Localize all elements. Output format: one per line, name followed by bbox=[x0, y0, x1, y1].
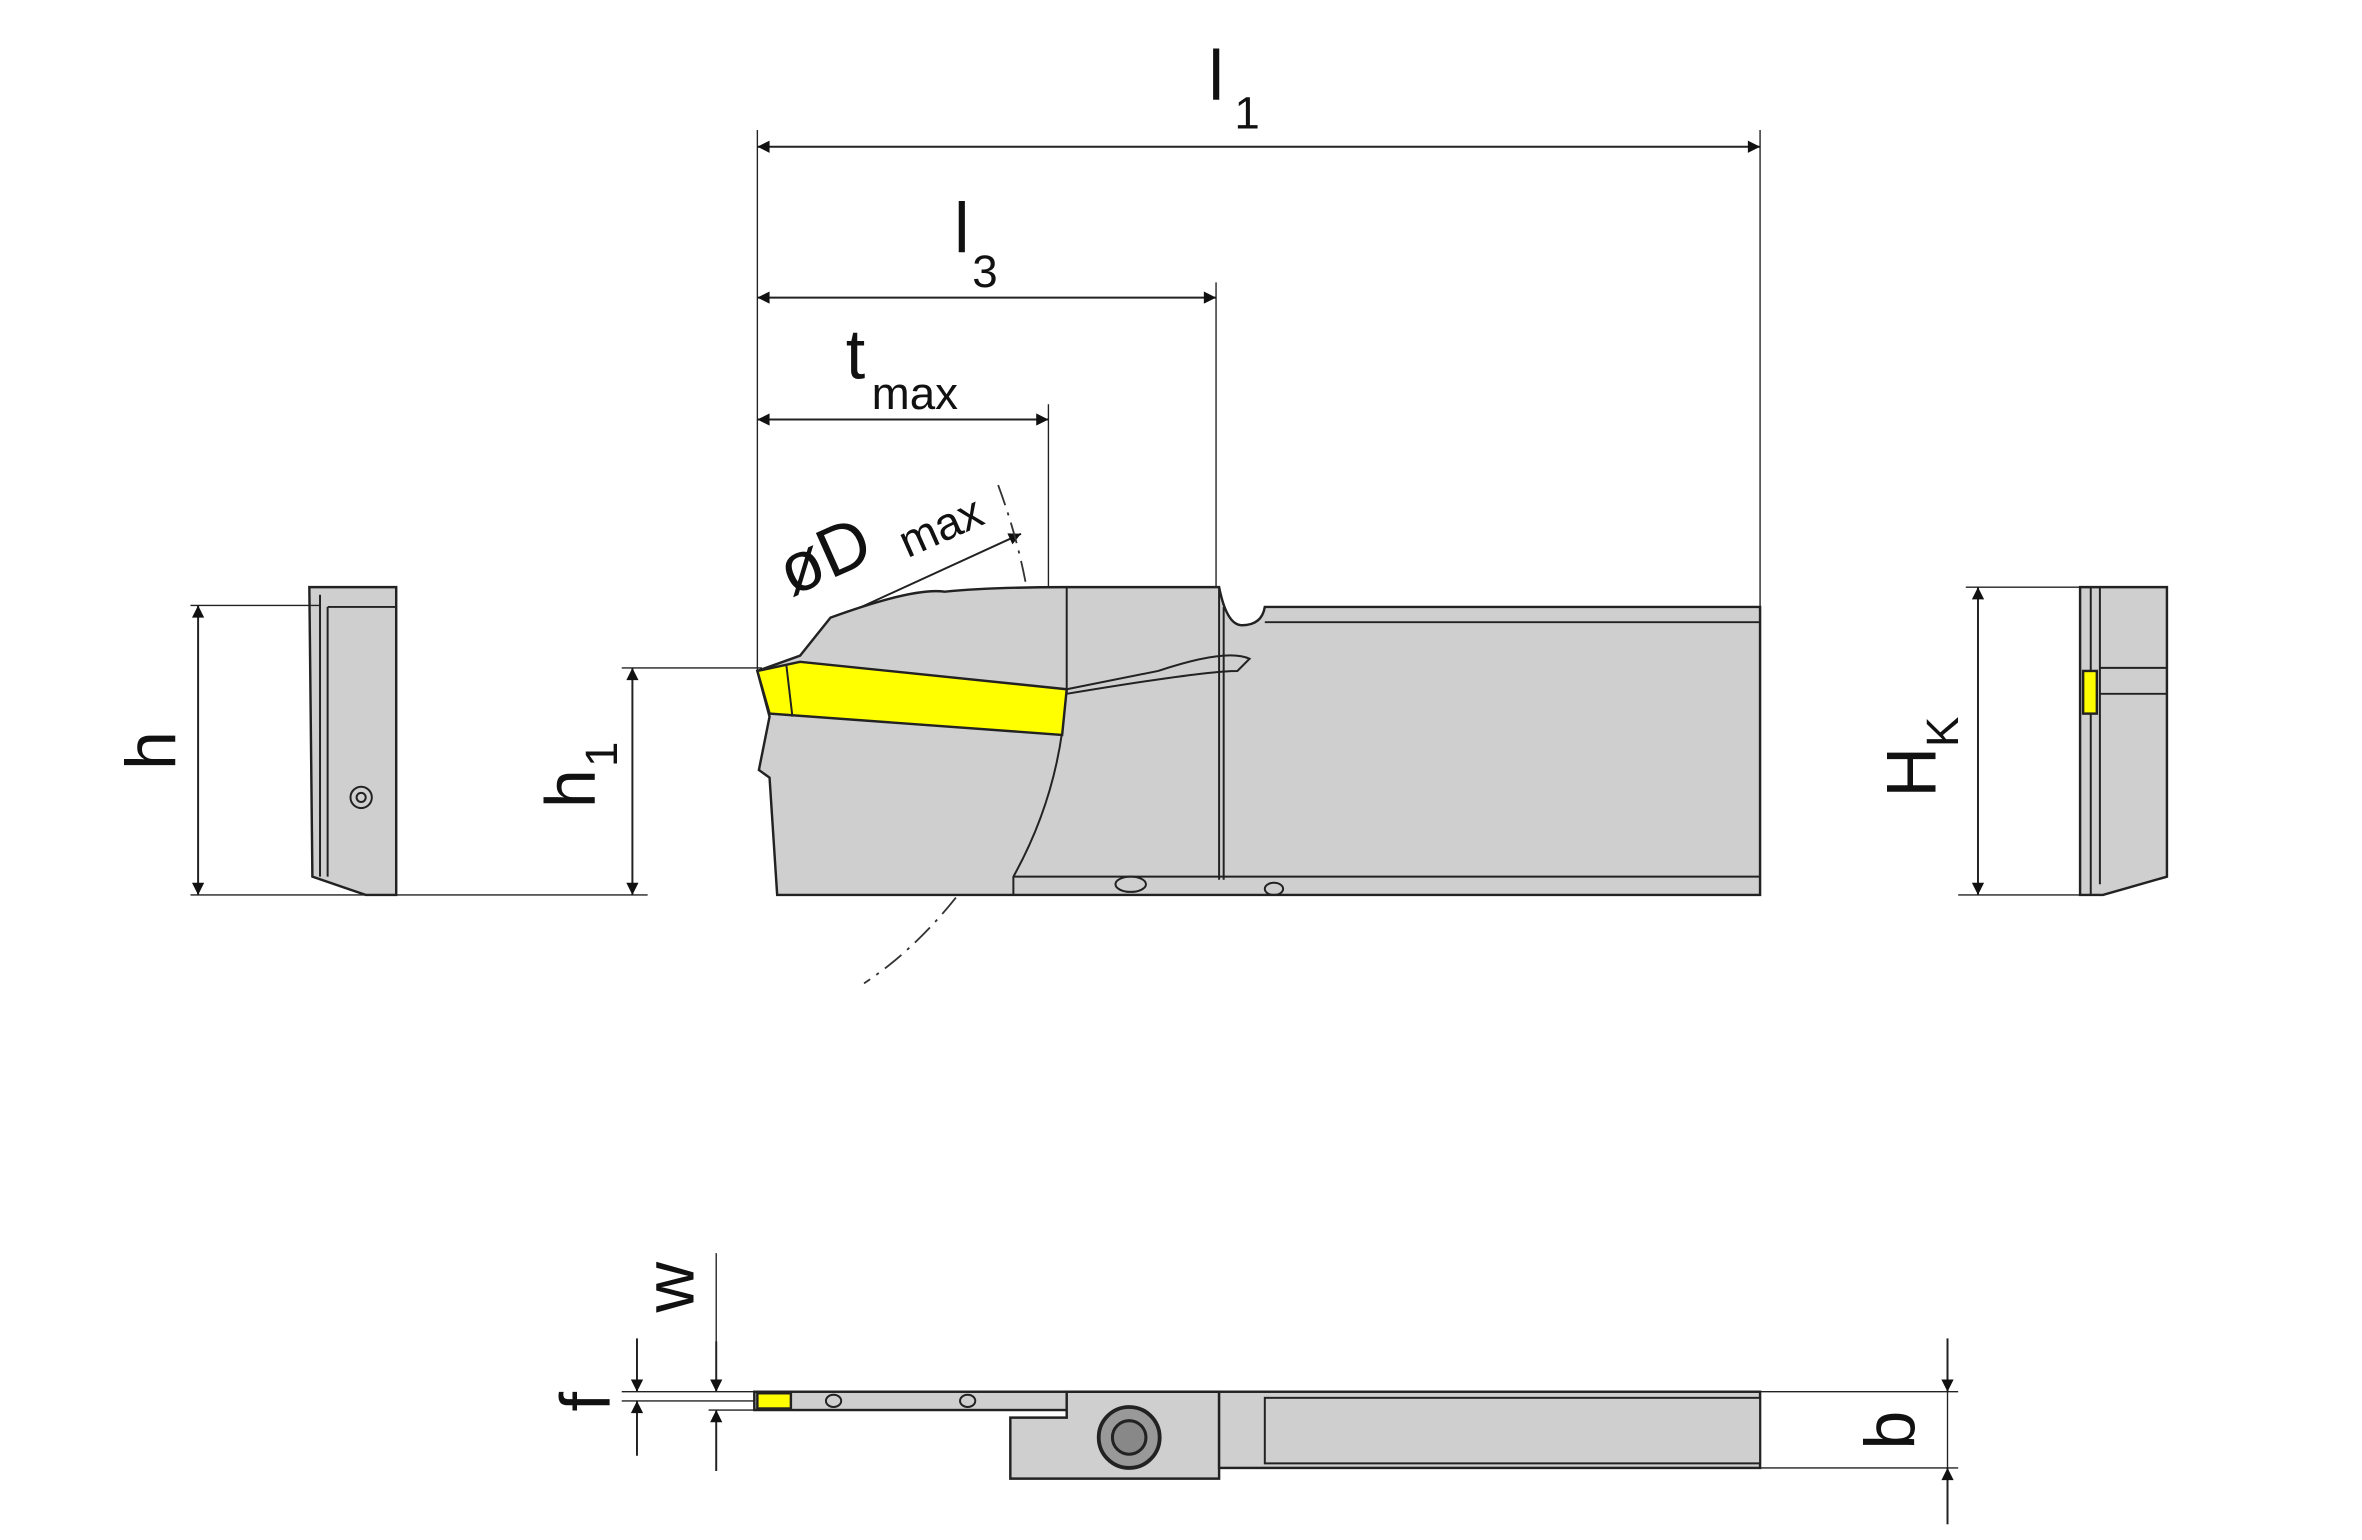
label-h1-sub: 1 bbox=[576, 742, 627, 767]
label-tmax-sub: max bbox=[872, 368, 958, 419]
dimension-l1: l 1 bbox=[756, 36, 1761, 671]
label-h1: h bbox=[531, 769, 609, 808]
tool-side-view bbox=[755, 585, 1762, 897]
label-hk-sub: K bbox=[1917, 717, 1968, 747]
tool-right-view: H K bbox=[1872, 585, 2169, 897]
dimension-l3: l 3 bbox=[757, 189, 1217, 588]
label-w: w bbox=[630, 1261, 708, 1313]
label-l1: l bbox=[1208, 36, 1224, 114]
label-dmax: øD bbox=[766, 501, 883, 610]
label-l1-sub: 1 bbox=[1234, 87, 1259, 138]
label-hk: H bbox=[1872, 747, 1950, 798]
label-l3: l bbox=[954, 189, 970, 267]
dimension-h1: h 1 bbox=[190, 667, 762, 896]
label-tmax: t bbox=[846, 315, 865, 393]
label-b: b bbox=[1851, 1411, 1929, 1450]
dimension-tmax: t max bbox=[757, 315, 1050, 687]
dimension-w: w bbox=[630, 1253, 755, 1471]
label-l3-sub: 3 bbox=[972, 246, 997, 297]
tool-left-view: h bbox=[112, 585, 398, 897]
label-f: f bbox=[547, 1392, 625, 1412]
tool-top-view bbox=[621, 1390, 1959, 1480]
dimension-b: b bbox=[1851, 1338, 1954, 1525]
label-h: h bbox=[112, 731, 190, 770]
cutting-insert bbox=[755, 660, 1069, 737]
dimension-f: f bbox=[547, 1338, 644, 1456]
